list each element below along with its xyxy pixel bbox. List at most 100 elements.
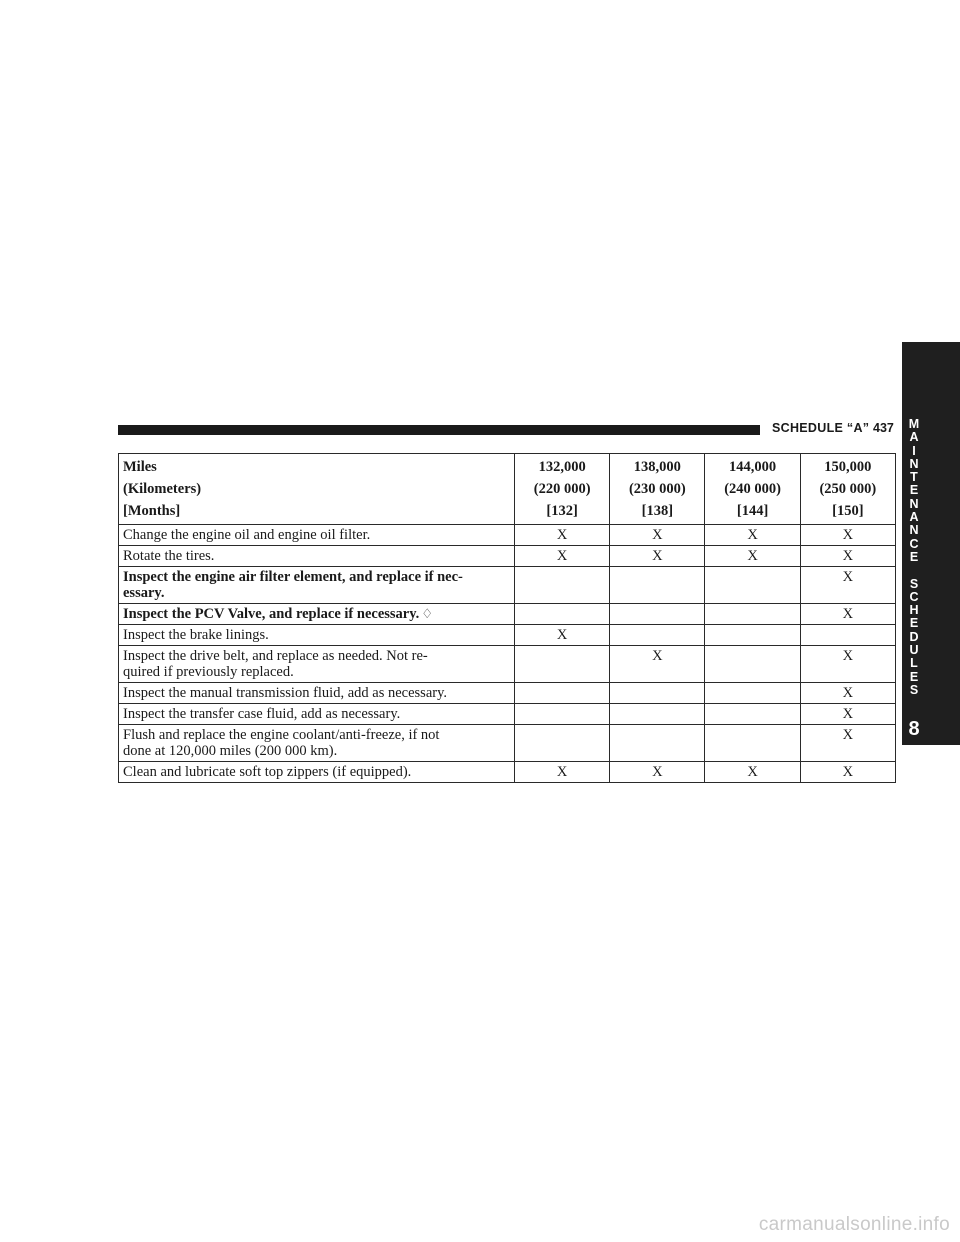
chapter-number: 8 [908, 718, 920, 740]
task-text: Inspect the PCV Valve, and replace if ne… [123, 606, 420, 622]
table-row: Flush and replace the engine coolant/ant… [117, 724, 897, 762]
interval-mark-cell [514, 703, 611, 725]
interval-mark-cell [704, 624, 801, 646]
watermark: carmanualsonline.info [758, 1214, 950, 1235]
side-tab-letter: T [910, 470, 918, 485]
interval-mark-cell [609, 682, 706, 704]
side-tab-letter: A [909, 510, 919, 525]
interval-km: (220 000) [533, 481, 591, 497]
interval-mark-cell: X [514, 545, 611, 567]
table-row: Inspect the drive belt, and replace as n… [117, 645, 897, 683]
interval-miles: 132,000 [538, 459, 586, 475]
task-cell: Inspect the drive belt, and replace as n… [117, 645, 516, 683]
task-text: Inspect the transfer case fluid, add as … [123, 706, 401, 722]
interval-mark-cell: X [799, 682, 897, 704]
task-cell: Inspect the transfer case fluid, add as … [117, 703, 516, 725]
months-label: [Months] [123, 503, 181, 519]
task-text: Rotate the tires. [123, 548, 215, 564]
interval-mark-cell: X [799, 761, 897, 783]
table-row: Inspect the engine air filter element, a… [117, 566, 897, 604]
interval-months: [150] [832, 503, 864, 519]
interval-mark-cell: X [514, 761, 611, 783]
interval-mark-cell: X [609, 545, 706, 567]
interval-mark-cell: X [799, 703, 897, 725]
task-text: Clean and lubricate soft top zippers (if… [123, 764, 412, 780]
interval-mark-cell [704, 645, 801, 683]
miles-label: Miles [123, 459, 157, 475]
side-tab-letter [902, 564, 926, 577]
interval-km: (250 000) [819, 481, 877, 497]
interval-mark-cell [704, 703, 801, 725]
interval-mark-cell: X [609, 761, 706, 783]
task-text: Change the engine oil and engine oil fil… [123, 527, 371, 543]
table-row: Inspect the PCV Valve, and replace if ne… [117, 603, 897, 625]
interval-mark-cell [609, 724, 706, 762]
interval-mark-cell [609, 703, 706, 725]
side-tab-letter: N [909, 456, 919, 471]
interval-km: (230 000) [628, 481, 686, 497]
interval-mark-cell: X [799, 645, 897, 683]
side-tab-letter: L [910, 656, 918, 671]
side-tab-letter: E [909, 669, 919, 684]
interval-miles: 150,000 [824, 459, 872, 475]
interval-miles: 144,000 [729, 459, 777, 475]
side-tab-letter: M [908, 417, 920, 431]
interval-mark-cell: X [514, 524, 611, 546]
interval-mark-cell [704, 603, 801, 625]
interval-km: (240 000) [724, 481, 781, 497]
interval-months: [138] [641, 503, 674, 519]
interval-mark-cell: X [704, 524, 801, 546]
maintenance-schedule-table: Miles (Kilometers) [Months] 132,000 (220… [117, 453, 897, 783]
interval-mark-cell: X [799, 724, 897, 762]
task-text: Flush and replace the engine coolant/ant… [123, 727, 440, 759]
side-tab-letter: E [909, 483, 919, 498]
task-cell: Change the engine oil and engine oil fil… [117, 524, 516, 546]
table-header-row: Miles (Kilometers) [Months] 132,000 (220… [117, 453, 897, 525]
side-tab-letter: D [909, 629, 919, 644]
interval-mark-cell [514, 603, 611, 625]
side-tab-letter: A [909, 430, 919, 445]
header-rule [118, 425, 760, 435]
interval-mark-cell: X [799, 566, 897, 604]
task-text: Inspect the engine air filter element, a… [123, 569, 463, 601]
interval-months: [132] [546, 503, 578, 519]
interval-mark-cell: X [799, 545, 897, 567]
header-label-cell: Miles (Kilometers) [Months] [117, 453, 516, 525]
section-title: SCHEDULE “A” [772, 421, 870, 435]
task-text: Inspect the drive belt, and replace as n… [123, 648, 428, 680]
interval-months: [144] [736, 503, 769, 519]
task-text: Inspect the brake linings. [123, 627, 269, 643]
side-tab-letter: H [909, 603, 919, 618]
interval-mark-cell: X [609, 524, 706, 546]
side-tab-letter: C [909, 589, 919, 604]
interval-mark-cell [514, 566, 611, 604]
table-row: Inspect the manual transmission fluid, a… [117, 682, 897, 704]
interval-mark-cell [609, 624, 706, 646]
side-tab-letter: N [909, 496, 919, 511]
interval-mark-cell: X [799, 524, 897, 546]
diamond-icon: ♢ [421, 606, 433, 621]
interval-mark-cell [704, 682, 801, 704]
interval-mark-cell [609, 566, 706, 604]
task-cell: Inspect the manual transmission fluid, a… [117, 682, 516, 704]
interval-mark-cell [514, 682, 611, 704]
table-row: Change the engine oil and engine oil fil… [117, 524, 897, 546]
interval-mark-cell: X [514, 624, 611, 646]
side-tab-letter: U [909, 643, 919, 658]
interval-mark-cell: X [704, 761, 801, 783]
interval-header-cell: 132,000 (220 000) [132] [514, 453, 611, 525]
interval-mark-cell: X [609, 645, 706, 683]
interval-mark-cell [514, 724, 611, 762]
side-tab-letter: I [912, 443, 916, 458]
table-row: Clean and lubricate soft top zippers (if… [117, 761, 897, 783]
side-tab-letter: S [909, 576, 919, 591]
task-cell: Inspect the PCV Valve, and replace if ne… [117, 603, 516, 625]
interval-miles: 138,000 [633, 459, 681, 475]
kilometers-label: (Kilometers) [123, 481, 202, 497]
interval-mark-cell: X [704, 545, 801, 567]
task-cell: Inspect the brake linings. [117, 624, 516, 646]
side-tab-letter: C [909, 536, 919, 551]
